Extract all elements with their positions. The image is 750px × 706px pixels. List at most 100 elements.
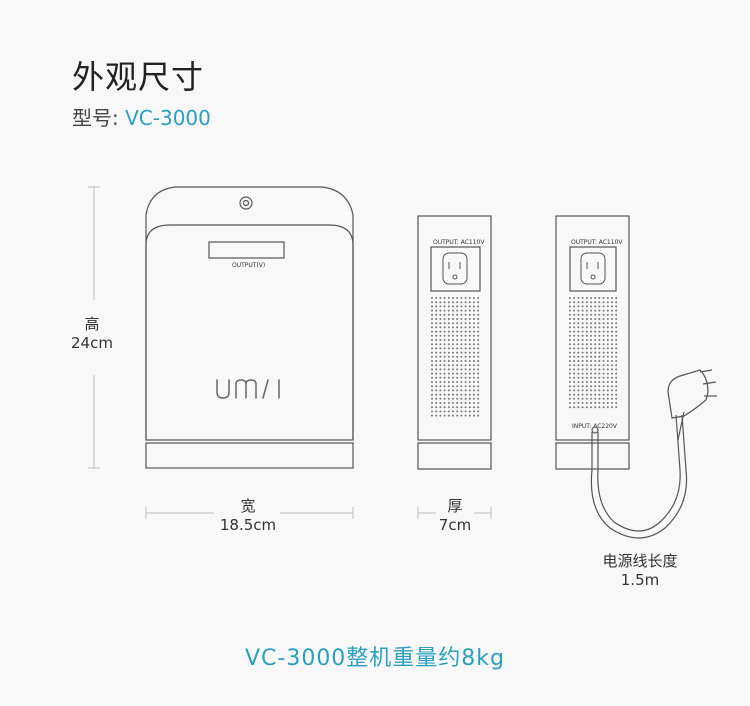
vent-hole: [602, 372, 605, 375]
vent-hole: [477, 297, 480, 299]
vent-hole: [602, 381, 605, 383]
vent-hole: [594, 343, 597, 346]
vent-hole: [439, 318, 442, 320]
vent-hole: [594, 402, 597, 404]
vent-hole: [477, 360, 480, 362]
vent-hole: [590, 381, 592, 383]
vent-hole: [456, 376, 459, 379]
vent-hole: [468, 297, 471, 299]
vent-hole: [590, 309, 592, 312]
vent-hole: [468, 410, 471, 413]
vent-hole: [577, 301, 580, 304]
vent-hole: [590, 385, 592, 388]
vent-hole: [473, 368, 475, 371]
vent-hole: [573, 406, 576, 409]
width-guide: [145, 507, 354, 519]
power-cord: [590, 414, 688, 539]
vent-hole: [602, 318, 605, 320]
vent-hole: [443, 406, 446, 409]
vent-hole: [468, 397, 471, 400]
vent-hole: [435, 414, 438, 417]
vent-hole: [569, 376, 571, 379]
vent-hole: [615, 376, 618, 379]
vent-hole: [615, 322, 618, 325]
vent-hole: [447, 393, 450, 396]
vent-hole: [447, 389, 450, 392]
vent-hole: [585, 397, 588, 400]
vent-hole: [456, 364, 459, 367]
vent-hole: [473, 381, 475, 383]
vent-hole: [602, 326, 605, 329]
vent-hole: [435, 385, 438, 388]
vent-hole: [602, 355, 605, 358]
vent-hole: [590, 305, 592, 308]
vent-hole: [473, 364, 475, 367]
vent-hole: [456, 385, 459, 388]
side2-output-label: OUTPUT: AC110V: [571, 239, 623, 246]
vent-hole: [460, 309, 463, 312]
vent-hole: [598, 313, 601, 316]
vent-hole: [577, 360, 580, 362]
vent-hole: [468, 385, 471, 388]
vent-hole: [606, 309, 609, 312]
vent-hole: [577, 397, 580, 400]
vent-hole: [477, 402, 480, 404]
vent-hole: [573, 402, 576, 404]
vent-hole: [590, 364, 592, 367]
vent-hole: [611, 334, 613, 337]
vent-hole: [452, 364, 454, 367]
vent-hole: [439, 393, 442, 396]
vent-hole: [611, 330, 613, 333]
vent-hole: [473, 305, 475, 308]
vent-hole: [460, 326, 463, 329]
vent-hole: [460, 322, 463, 325]
vent-hole: [473, 351, 475, 354]
vent-hole: [460, 360, 463, 362]
vent-hole: [573, 305, 576, 308]
vent-hole: [473, 297, 475, 299]
vent-hole: [606, 364, 609, 367]
vent-hole: [598, 376, 601, 379]
vent-hole: [577, 326, 580, 329]
vent-hole: [615, 330, 618, 333]
vent-hole: [573, 339, 576, 341]
vent-hole: [573, 326, 576, 329]
vent-hole: [439, 322, 442, 325]
vent-hole: [443, 318, 446, 320]
vent-hole: [443, 326, 446, 329]
vent-hole: [435, 389, 438, 392]
vent-hole: [606, 339, 609, 341]
vent-hole: [611, 364, 613, 367]
vent-hole: [573, 364, 576, 367]
vent-hole: [477, 301, 480, 304]
vent-hole: [456, 297, 459, 299]
vent-hole: [473, 389, 475, 392]
vent-hole: [473, 376, 475, 379]
vent-hole: [447, 372, 450, 375]
vent-hole: [431, 389, 433, 392]
vent-hole: [443, 347, 446, 350]
vent-hole: [473, 347, 475, 350]
vent-hole: [464, 334, 467, 337]
vent-hole: [577, 368, 580, 371]
vent-hole: [585, 305, 588, 308]
vent-hole: [569, 368, 571, 371]
vent-hole: [439, 397, 442, 400]
vent-hole: [431, 305, 433, 308]
vent-hole: [477, 397, 480, 400]
vent-hole: [577, 339, 580, 341]
vent-hole: [573, 351, 576, 354]
vent-hole: [569, 397, 571, 400]
vent-hole: [598, 297, 601, 299]
vent-hole: [602, 351, 605, 354]
vent-hole: [443, 389, 446, 392]
vent-hole: [460, 381, 463, 383]
vent-hole: [443, 376, 446, 379]
vent-hole: [598, 381, 601, 383]
vent-hole: [468, 376, 471, 379]
vent-hole: [602, 313, 605, 316]
vent-hole: [464, 313, 467, 316]
vent-hole: [473, 414, 475, 417]
vent-hole: [473, 301, 475, 304]
vent-hole: [452, 360, 454, 362]
